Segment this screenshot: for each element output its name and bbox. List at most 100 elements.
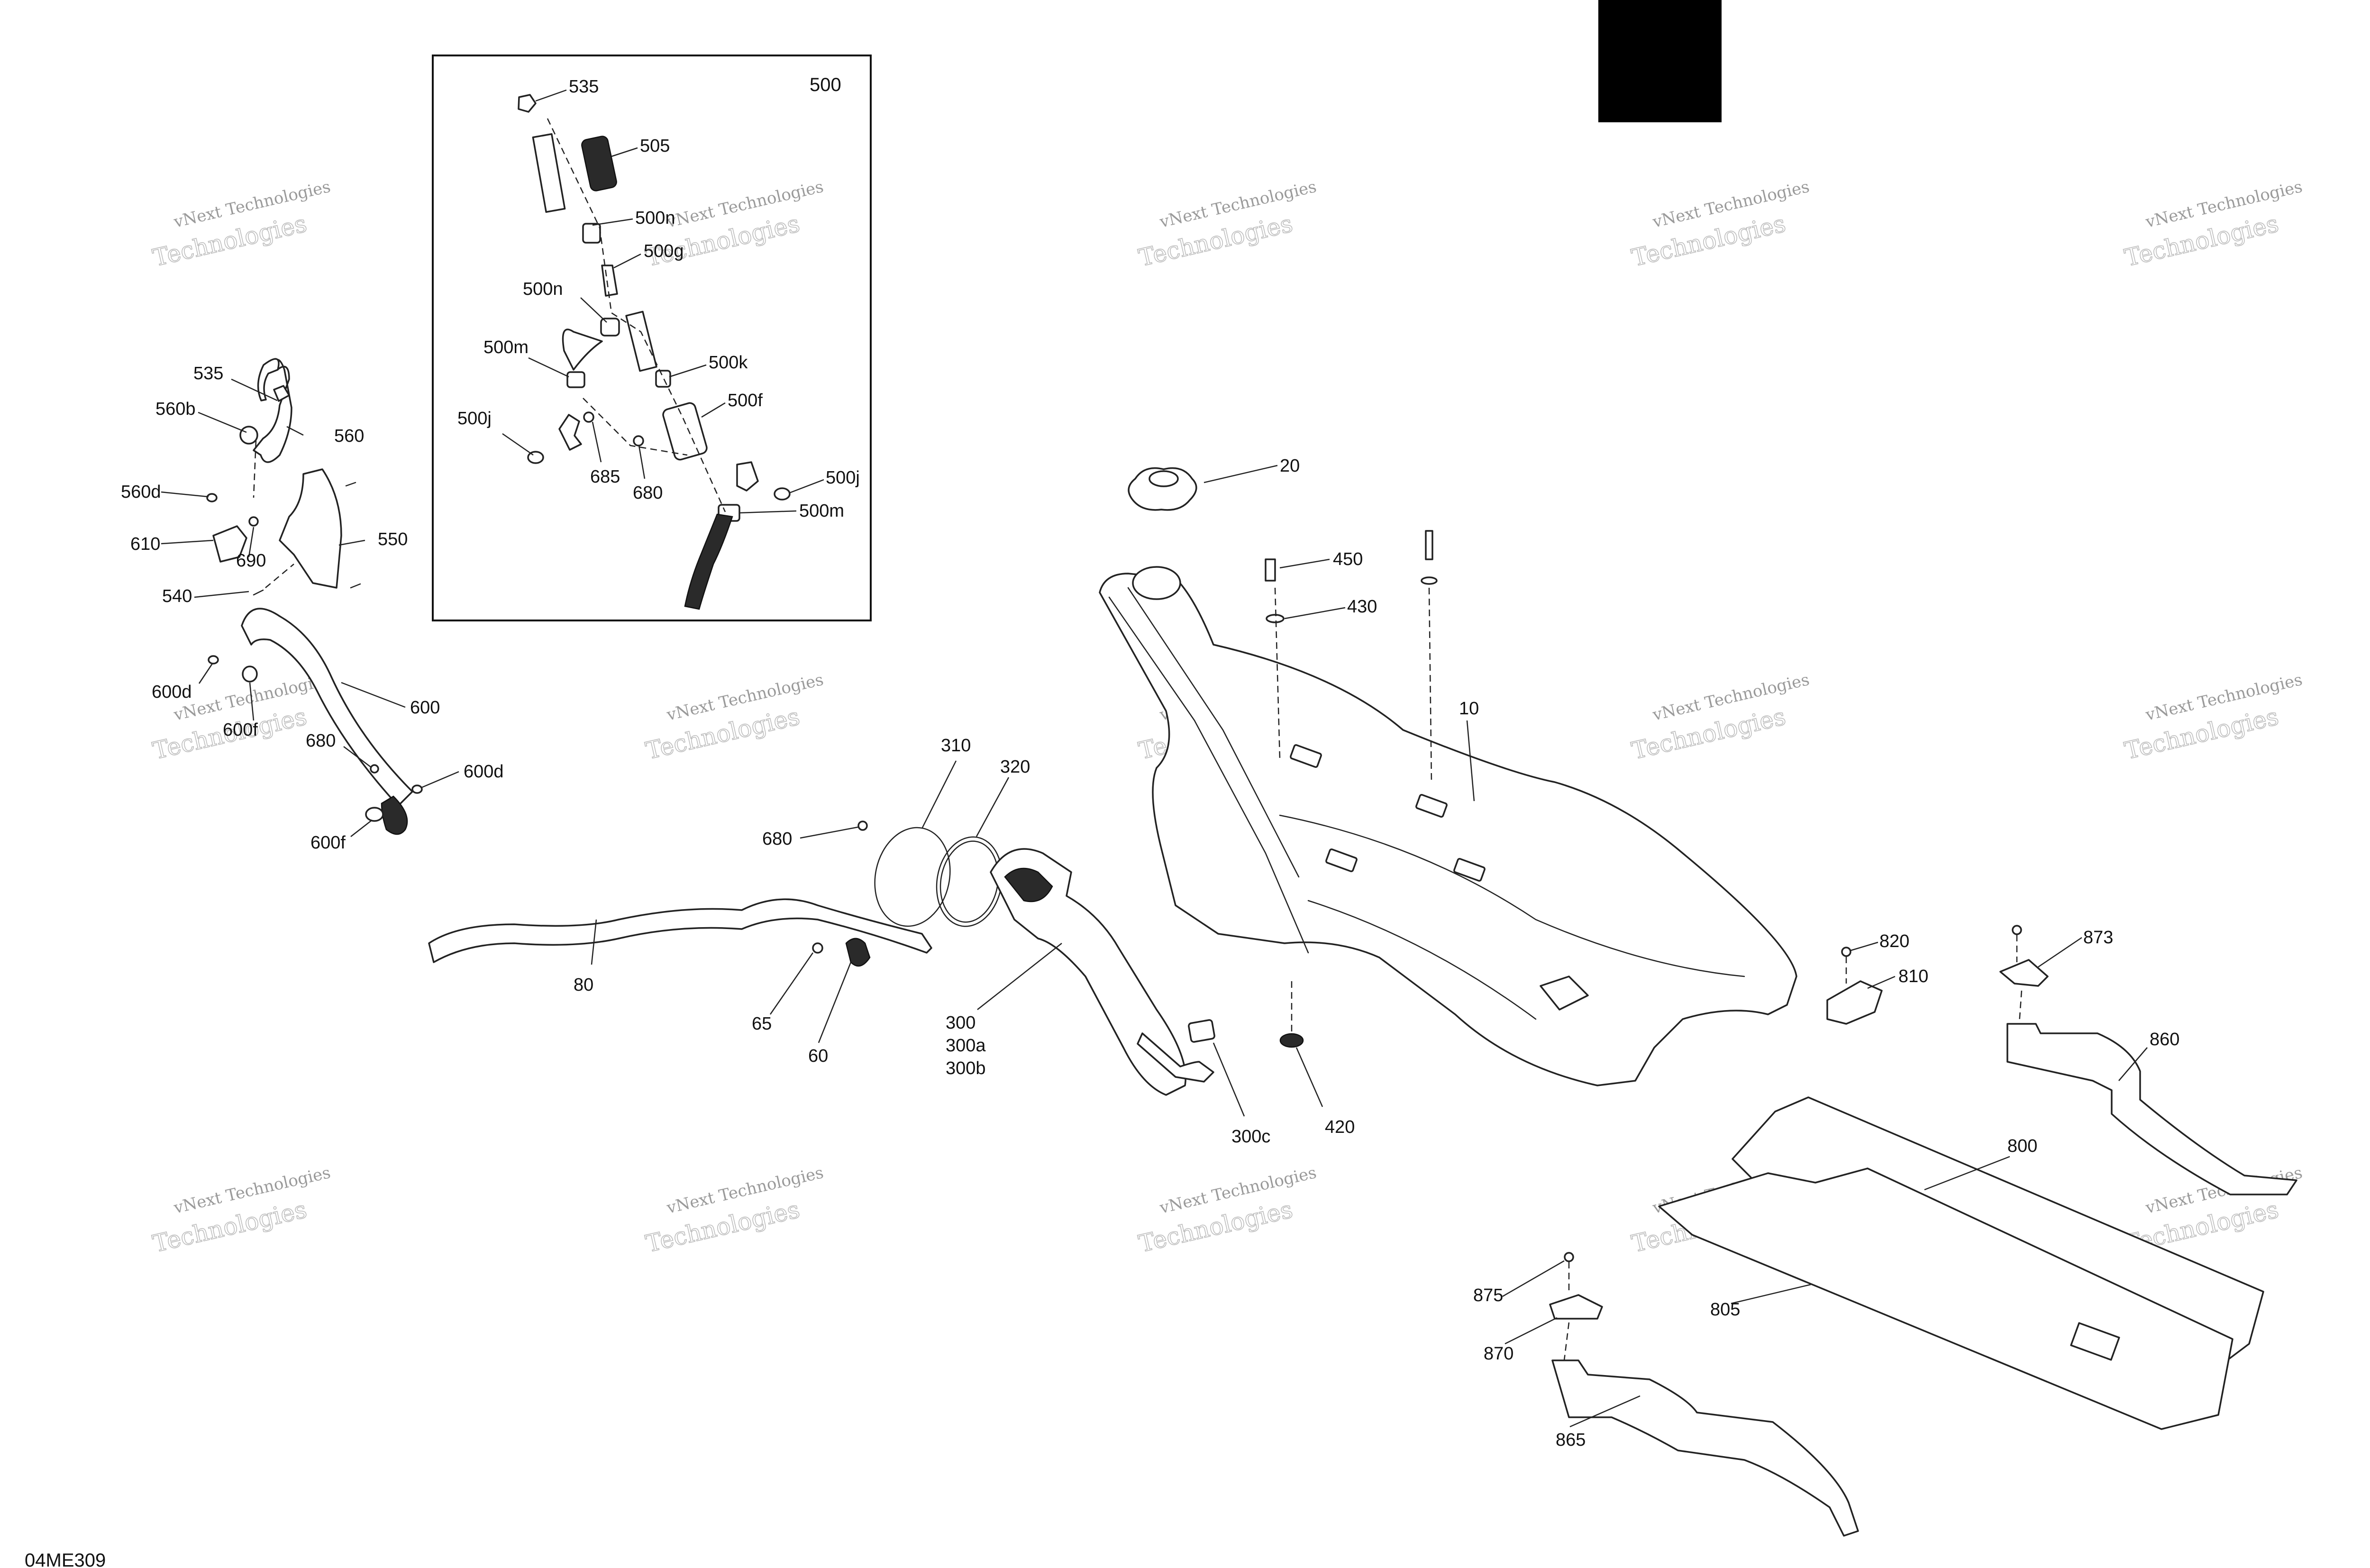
callout-300a: 300a	[946, 1036, 986, 1056]
inset-clamp-500m-left	[566, 371, 585, 388]
callout-310: 310	[941, 736, 971, 756]
inset-clamp-500n-mid	[600, 318, 620, 337]
callout-300c: 300c	[1231, 1127, 1270, 1147]
callout-inset-500j-right: 500j	[826, 468, 860, 488]
fuel-tank-10	[1099, 573, 1797, 1086]
callout-inset-500j-left: 500j	[457, 409, 492, 428]
callout-inset-500m-left: 500m	[483, 337, 529, 357]
leader	[1212, 1042, 1245, 1117]
seal-320-inner	[939, 840, 999, 923]
leader	[343, 746, 371, 767]
inset-clamp-535	[518, 94, 537, 113]
callout-inset-680: 680	[633, 483, 663, 503]
inset-500: 500 535	[432, 55, 872, 621]
leader	[161, 539, 214, 545]
leader	[341, 682, 406, 708]
leader	[1203, 465, 1278, 483]
callout-865: 865	[1556, 1430, 1586, 1450]
callout-inset-505: 505	[640, 136, 670, 156]
inset-connector-500k	[655, 370, 671, 388]
fuel-cap-20	[1128, 467, 1197, 511]
leader	[1850, 941, 1878, 951]
tank-clip-a	[1290, 744, 1322, 768]
hose-600	[241, 608, 413, 807]
leader	[1569, 1395, 1641, 1428]
inset-elbow-hose	[562, 328, 603, 371]
leader	[1731, 1284, 1811, 1304]
callout-820: 820	[1879, 931, 1909, 951]
leader	[769, 952, 814, 1015]
leader	[161, 491, 209, 498]
assembly-axis	[1563, 935, 2023, 1361]
callout-560d: 560d	[121, 482, 161, 502]
callout-680-pump: 680	[762, 829, 792, 849]
leader	[739, 510, 797, 514]
callout-805: 805	[1710, 1300, 1740, 1320]
callout-10: 10	[1459, 699, 1479, 719]
callout-80: 80	[574, 975, 593, 995]
callout-65: 65	[752, 1014, 772, 1034]
inset-connector-500n-top	[582, 223, 601, 244]
inset-tee-fitting	[558, 414, 582, 451]
washer-430	[1266, 614, 1285, 623]
section-tab-block	[1598, 0, 1722, 122]
leader	[2118, 1047, 2148, 1081]
callout-60: 60	[808, 1046, 828, 1066]
leader	[789, 479, 824, 494]
leader	[1867, 975, 1896, 989]
clamp-560b	[239, 426, 258, 445]
callout-860: 860	[2150, 1030, 2179, 1049]
leader	[420, 771, 459, 789]
leader	[1924, 1156, 2010, 1191]
clip-873	[1999, 959, 2049, 987]
skid-plate-assembly: 820 810 873 860 800 805 875 870 865	[1473, 925, 2297, 1537]
callout-inset-500n-mid: 500n	[523, 279, 563, 299]
skid-plate-805	[1658, 1167, 2233, 1430]
screw-bracket-bottom	[350, 583, 361, 589]
callout-600: 600	[410, 698, 440, 718]
leader	[1279, 558, 1330, 569]
leader	[1466, 720, 1475, 802]
bolt-450	[1265, 558, 1276, 582]
tank-clip-c	[1325, 848, 1358, 872]
fuel-filler-neck	[1132, 566, 1181, 600]
clamp-600f-lower	[365, 807, 384, 822]
leader	[592, 218, 633, 226]
callout-inset-535: 535	[569, 77, 599, 97]
leader	[669, 364, 707, 378]
callout-610: 610	[130, 534, 160, 554]
leader	[338, 539, 365, 546]
fuel-tank-contour	[1279, 814, 1745, 1020]
hose-600-end	[381, 795, 408, 835]
tank-recess	[1540, 975, 1589, 1011]
bracket-810	[1826, 980, 1883, 1025]
callout-300: 300	[946, 1013, 975, 1033]
screw-873-top	[2012, 925, 2022, 935]
leader	[2038, 937, 2082, 968]
vent-hose-curve	[257, 358, 280, 401]
assembly-axis	[1274, 587, 1432, 1033]
callout-450: 450	[1333, 549, 1363, 569]
fitting-535-outer	[273, 385, 290, 402]
leader	[591, 919, 597, 965]
inset-screw-685	[583, 411, 594, 423]
screw-690	[248, 516, 259, 527]
callout-873: 873	[2083, 928, 2113, 948]
callout-20: 20	[1280, 456, 1300, 476]
leader	[1504, 1317, 1558, 1345]
callout-inset-500n-top: 500n	[635, 208, 675, 228]
leader	[502, 433, 534, 456]
leader	[1502, 1260, 1565, 1297]
inset-frame	[432, 55, 872, 621]
callout-600d-left: 600d	[152, 682, 192, 702]
screw-540	[253, 589, 264, 596]
leader	[580, 297, 607, 323]
inset-sleeve-505	[581, 136, 617, 191]
callout-inset-500g: 500g	[644, 241, 684, 261]
screw-680-hose	[370, 764, 379, 774]
leader	[198, 411, 247, 433]
fuel-pump-arm	[1137, 1032, 1214, 1083]
ring-310	[874, 827, 951, 927]
callout-540: 540	[162, 586, 192, 606]
